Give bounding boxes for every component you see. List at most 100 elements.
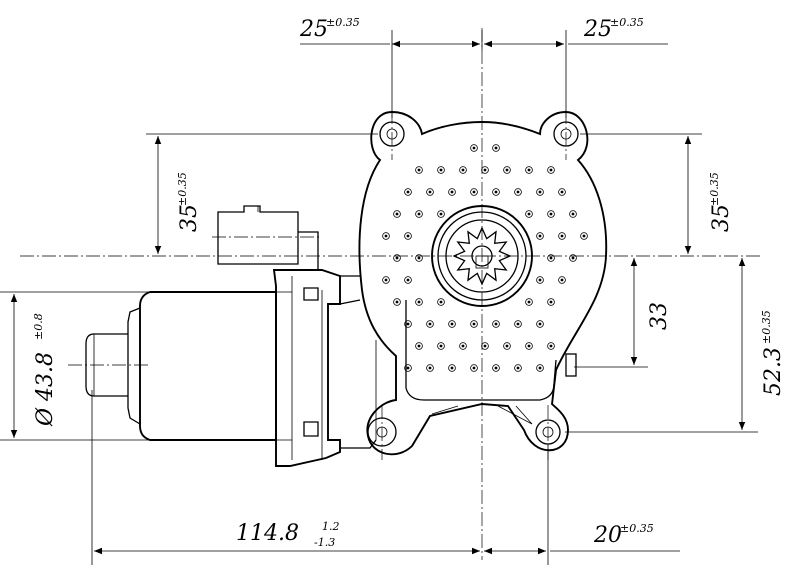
rivet-center xyxy=(428,366,432,370)
dim-length-value: 114.8 xyxy=(236,521,299,546)
rivet-hole xyxy=(514,188,522,196)
rivet-center xyxy=(472,366,476,370)
rivet-center xyxy=(494,322,498,326)
rivet-center xyxy=(450,322,454,326)
rivet-hole xyxy=(503,166,511,174)
rivet-hole xyxy=(514,364,522,372)
output-hub xyxy=(431,205,533,307)
motor-body xyxy=(85,269,377,467)
rivet-center xyxy=(472,146,476,150)
rivet-center xyxy=(549,212,553,216)
rivet-hole xyxy=(536,232,544,240)
rivet-center xyxy=(538,190,542,194)
dim-bottom-20-tolerance: ±0.35 xyxy=(620,522,654,535)
dim-diameter-value: Ø 43.8 xyxy=(33,352,58,427)
rivet-center xyxy=(527,212,531,216)
rivet-hole xyxy=(404,364,412,372)
rivet-hole xyxy=(404,188,412,196)
rivet-center xyxy=(549,256,553,260)
dim-top-left-tolerance: ±0.35 xyxy=(326,16,360,29)
rivet-hole xyxy=(426,188,434,196)
rivet-center xyxy=(395,212,399,216)
rivet-hole xyxy=(459,342,467,350)
rivet-center xyxy=(538,234,542,238)
rivet-hole xyxy=(415,254,423,262)
rivet-center xyxy=(461,344,465,348)
rivet-hole xyxy=(470,188,478,196)
rivet-center xyxy=(549,344,553,348)
rivet-hole xyxy=(547,298,555,306)
rivet-hole xyxy=(481,166,489,174)
rivet-hole xyxy=(525,342,533,350)
rivet-hole xyxy=(448,188,456,196)
rivet-hole xyxy=(404,320,412,328)
rivet-center xyxy=(494,146,498,150)
rivet-hole xyxy=(558,188,566,196)
rivet-center xyxy=(549,168,553,172)
rivet-hole xyxy=(393,210,401,218)
rivet-center xyxy=(538,366,542,370)
rivet-center xyxy=(439,212,443,216)
rivet-center xyxy=(395,300,399,304)
rivet-hole xyxy=(569,210,577,218)
extension-lines xyxy=(0,30,758,565)
rivet-hole xyxy=(382,276,390,284)
rivet-center xyxy=(428,190,432,194)
dim-left-35-tolerance: ±0.35 xyxy=(176,172,189,206)
rivet-hole xyxy=(437,210,445,218)
dim-length-upper-tol: 1.2 xyxy=(322,520,340,533)
rivet-hole xyxy=(404,276,412,284)
rivet-hole xyxy=(415,298,423,306)
rivet-center xyxy=(472,190,476,194)
rivet-hole xyxy=(547,210,555,218)
electrical-connector xyxy=(217,205,319,271)
dim-right-33-value: 33 xyxy=(647,302,672,330)
rivet-center xyxy=(571,256,575,260)
rivet-hole xyxy=(525,210,533,218)
rivet-center xyxy=(417,212,421,216)
rivet-hole xyxy=(437,342,445,350)
rivet-center xyxy=(417,168,421,172)
rivet-center xyxy=(560,190,564,194)
rivet-hole xyxy=(426,320,434,328)
rivet-center xyxy=(439,344,443,348)
rivet-center xyxy=(384,278,388,282)
rivet-center xyxy=(505,344,509,348)
rivet-hole xyxy=(569,254,577,262)
rivet-center xyxy=(516,322,520,326)
rivet-hole xyxy=(481,342,489,350)
rivet-hole xyxy=(525,166,533,174)
rivet-center xyxy=(505,168,509,172)
rivet-hole xyxy=(415,210,423,218)
rivet-center xyxy=(417,256,421,260)
rivet-hole xyxy=(536,364,544,372)
center-lines xyxy=(20,28,760,560)
rivet-center xyxy=(439,300,443,304)
rivet-center xyxy=(516,190,520,194)
rivet-center xyxy=(450,190,454,194)
rivet-hole xyxy=(448,364,456,372)
dim-top-right-value: 25 xyxy=(583,17,612,42)
rivet-center xyxy=(406,234,410,238)
rivet-hole xyxy=(525,298,533,306)
rivet-hole xyxy=(547,342,555,350)
dim-length-lower-tol: -1.3 xyxy=(314,536,335,549)
rivet-center xyxy=(527,168,531,172)
dim-bottom-20-value: 20 xyxy=(593,523,622,548)
dim-right-35-value: 35 xyxy=(709,204,734,232)
rivet-hole xyxy=(536,188,544,196)
dim-left-35-value: 35 xyxy=(177,204,202,232)
rivet-hole xyxy=(415,166,423,174)
rivet-hole xyxy=(558,232,566,240)
rivet-center xyxy=(417,344,421,348)
rivet-hole xyxy=(492,188,500,196)
rivet-hole xyxy=(426,364,434,372)
rivet-hole xyxy=(492,364,500,372)
rivet-hole xyxy=(437,298,445,306)
gearbox-housing xyxy=(358,111,608,456)
rivet-center xyxy=(527,300,531,304)
mounting-ears xyxy=(367,121,579,447)
rivet-hole xyxy=(536,320,544,328)
